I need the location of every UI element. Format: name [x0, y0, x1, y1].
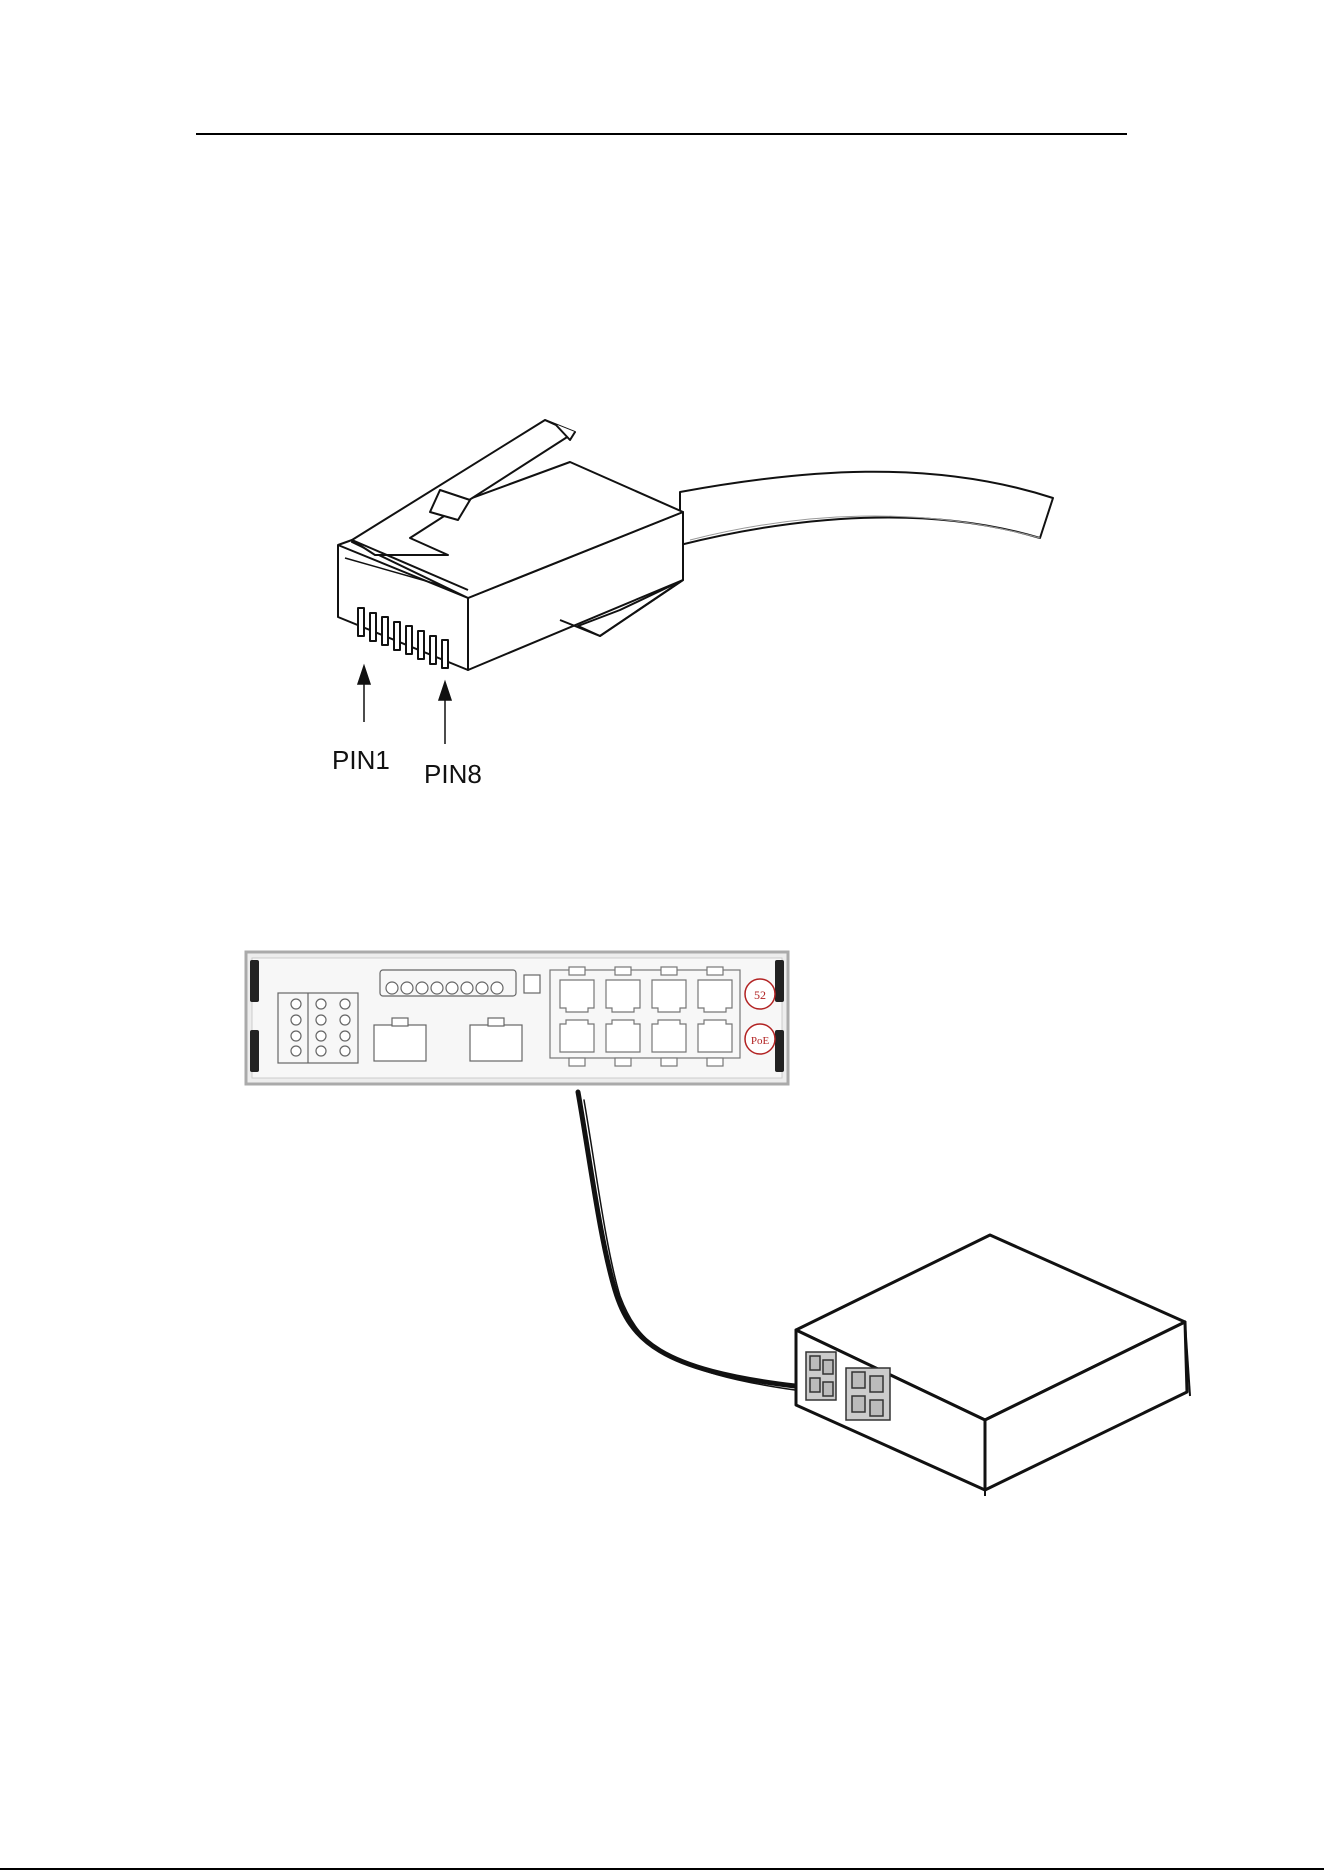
network-cable [578, 1092, 795, 1390]
pin8-label: PIN8 [424, 759, 482, 789]
cable [680, 472, 1053, 545]
pin1-arrow [358, 666, 370, 722]
pin1-label: PIN1 [332, 745, 390, 775]
pin8-arrow [439, 682, 451, 744]
rj45-connector [338, 420, 1053, 670]
poe-badge: PoE [745, 1024, 775, 1054]
speed-badge-text: 52 [754, 988, 766, 1002]
network-device-box [796, 1235, 1190, 1496]
switch-front-panel: PoE 52 [246, 952, 788, 1084]
poe-badge-text: PoE [751, 1035, 770, 1047]
speed-badge: 52 [745, 979, 775, 1009]
footer-rule [0, 1868, 1324, 1870]
